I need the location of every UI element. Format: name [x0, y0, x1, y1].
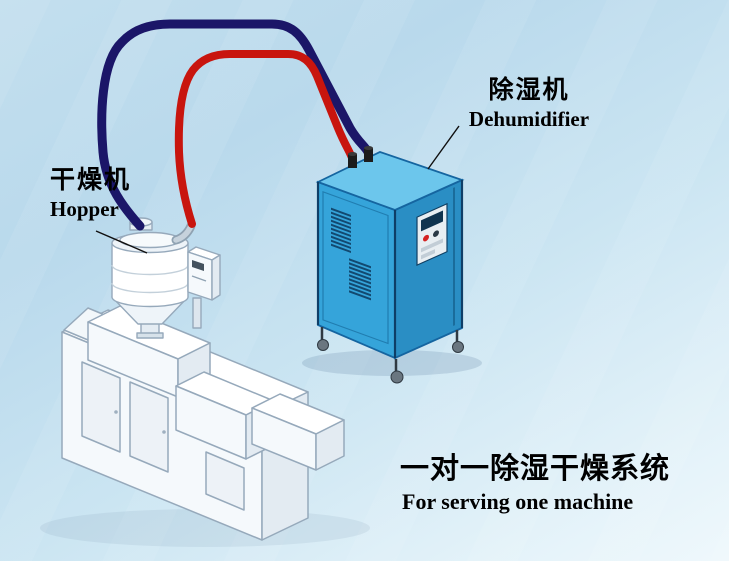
pipe-connectors — [348, 146, 373, 168]
system-caption: 一对一除湿干燥系统 For serving one machine — [400, 451, 671, 515]
dehumidifier-pointer-line — [427, 125, 460, 170]
hopper-control-box-side — [211, 254, 221, 301]
hopper-flange — [136, 332, 164, 339]
casters — [317, 327, 464, 384]
end-box-side — [315, 419, 345, 471]
control-panel — [416, 187, 455, 326]
panel-handle — [162, 430, 166, 434]
dry-air-connector — [348, 154, 357, 168]
dehumidifier-side-face — [394, 178, 463, 360]
dehumidifier-unit — [315, 151, 465, 384]
hopper-control-box — [187, 251, 213, 301]
panel-label — [421, 238, 443, 253]
panel-label — [421, 249, 435, 260]
hopper-control-line — [191, 275, 207, 282]
hopper-control-display — [192, 260, 204, 271]
hopper-down-tube — [192, 297, 202, 329]
dehumidifier-label-zh: 除湿机 — [488, 75, 570, 104]
machine-door-panel — [205, 451, 245, 511]
hopper-label: 干燥机 Hopper — [50, 165, 132, 221]
hopper-dryer — [111, 217, 221, 339]
hopper-seam — [111, 282, 189, 294]
dehumidifier-label-en: Dehumidifier — [468, 106, 590, 131]
hopper-label-zh: 干燥机 — [50, 165, 132, 194]
machine-door-panel — [129, 381, 169, 473]
return-air-connector-top — [364, 146, 373, 150]
dry-air-pipe — [174, 50, 356, 228]
return-air-pipe — [97, 19, 373, 231]
power-button — [423, 234, 429, 242]
vent-louvers — [322, 191, 389, 345]
caption-zh: 一对一除湿干燥系统 — [400, 451, 671, 485]
return-air-connector — [364, 148, 373, 162]
hopper-pointer-line — [95, 230, 148, 254]
dehumidifier-label: 除湿机 Dehumidifier — [450, 75, 608, 131]
panel-handle — [114, 410, 118, 414]
hopper-elbow-highlight — [173, 223, 194, 243]
dry-air-connector-top — [348, 152, 357, 156]
machine-door-panel — [81, 361, 121, 453]
dehumidifier-shadow — [302, 350, 482, 376]
caption-en: For serving one machine — [402, 489, 634, 515]
control-display — [421, 210, 443, 232]
mode-button — [433, 230, 439, 237]
door-seam — [322, 191, 389, 345]
hopper-label-en: Hopper — [50, 196, 119, 221]
extruder-machine — [61, 305, 345, 541]
hopper-seam — [111, 264, 189, 276]
cabinet-edges — [316, 180, 464, 358]
